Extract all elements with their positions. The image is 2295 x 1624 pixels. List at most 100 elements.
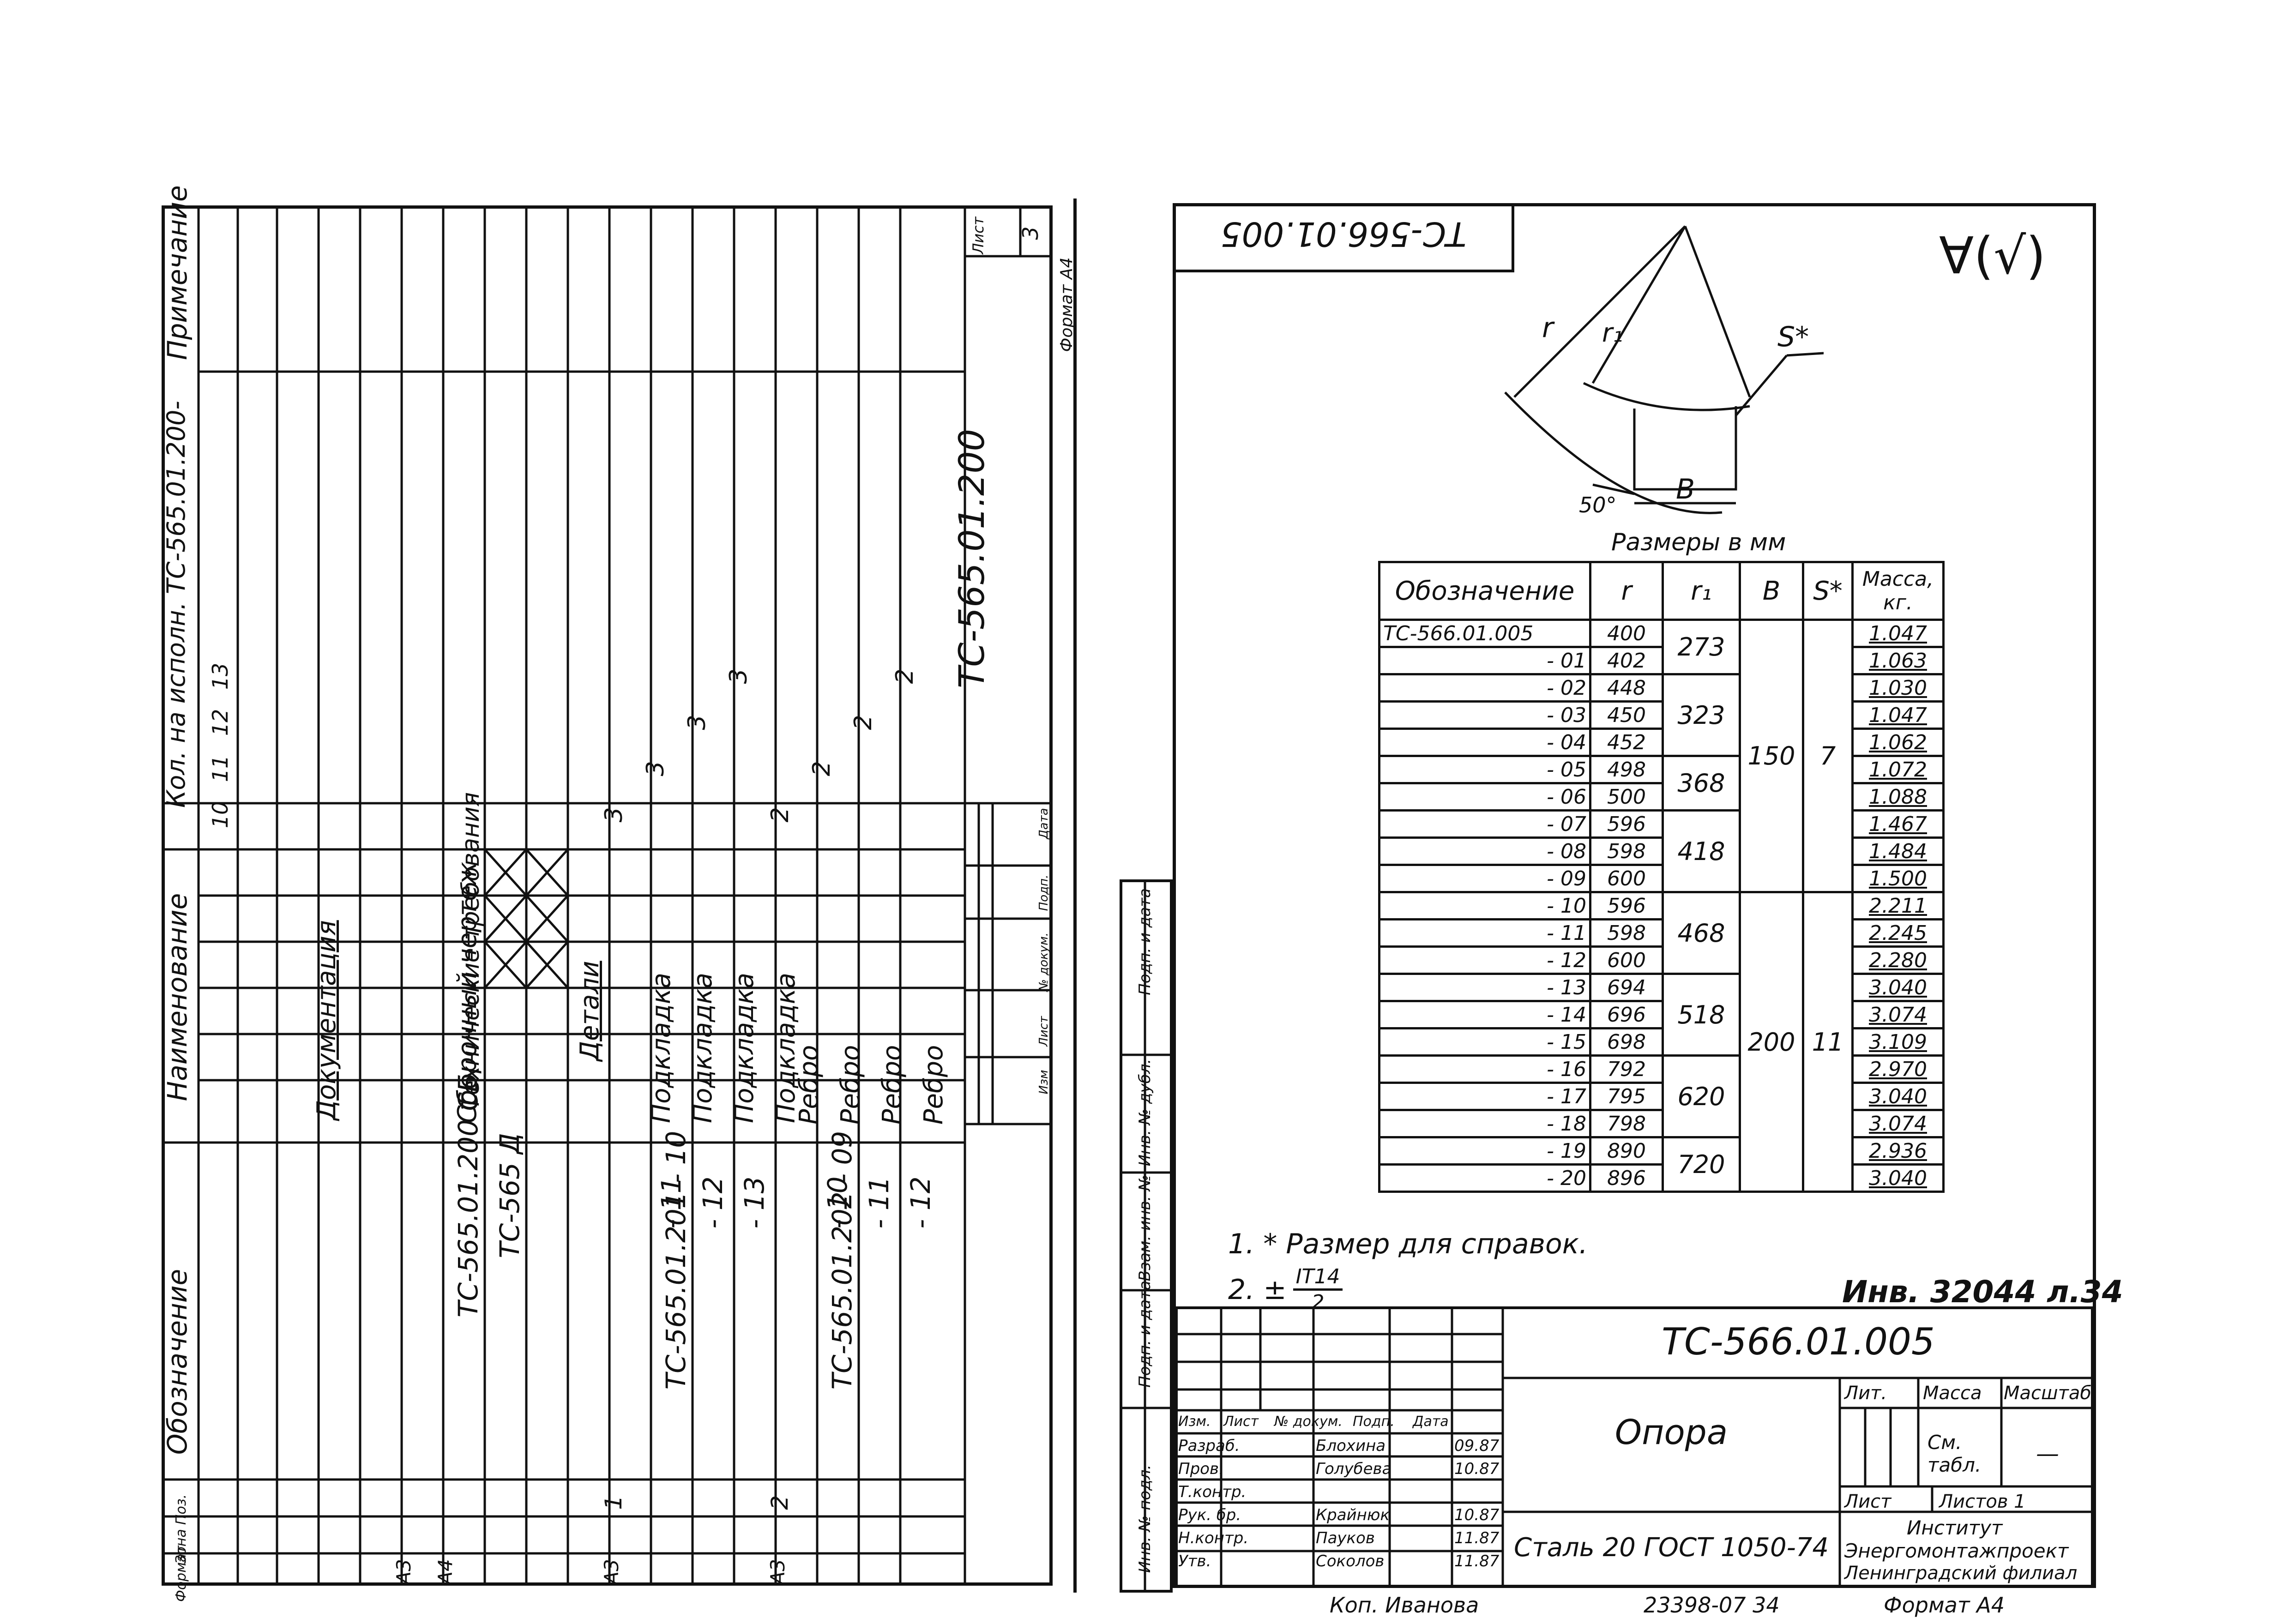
radius-r-label: r [1542, 312, 1555, 344]
signature-role: Утв. [1178, 1552, 1211, 1570]
binding-label: Подп. и дата [1136, 888, 1154, 995]
cell-mass: 1.500 [1851, 864, 1945, 893]
org-line-1: Институт [1907, 1516, 2003, 1539]
tb-col-header: № докум. [1274, 1413, 1343, 1430]
cell-r1: 273 [1662, 619, 1741, 675]
signature-name: Блохина [1316, 1437, 1386, 1455]
row-designation: - 11 [656, 1176, 687, 1229]
side-pos: Поз. [173, 1494, 189, 1525]
org-line-2: Энергомонтажпроект [1844, 1540, 2069, 1562]
binding-label: Взам. инв. № [1136, 1174, 1154, 1281]
cell-r1: 468 [1662, 891, 1741, 975]
header-designation: Обозначение [162, 1269, 193, 1455]
cell-mass: 3.074 [1851, 1000, 1945, 1029]
cell-designation: - 08 [1378, 836, 1591, 866]
row-qty: 3 [683, 715, 711, 730]
cell-r: 698 [1589, 1027, 1664, 1057]
signature-date: 11.87 [1454, 1552, 1500, 1570]
cell-r: 596 [1589, 809, 1664, 839]
left-format-label: Формат А4 [1057, 257, 1076, 352]
cell-r1: 518 [1662, 973, 1741, 1057]
cell-designation: - 14 [1378, 1000, 1591, 1029]
row-format: А3 [392, 1559, 415, 1585]
tb-col-header: Дата [1413, 1413, 1449, 1430]
cell-designation: - 04 [1378, 728, 1591, 757]
row-name: Технические требования [457, 792, 485, 1110]
cell-mass: 1.047 [1851, 619, 1945, 648]
units-caption: Размеры в мм [1611, 529, 1786, 556]
cell-designation: - 06 [1378, 782, 1591, 812]
radius-r1-label: r₁ [1602, 318, 1623, 348]
row-designation: - 12 [697, 1176, 729, 1229]
s-star-label: S* [1777, 321, 1809, 353]
scale-label: Масштаб [2004, 1383, 2092, 1404]
signature-name: Соколов [1316, 1552, 1385, 1570]
row-qty: 3 [642, 761, 669, 776]
signature-role: Т.контр. [1178, 1483, 1247, 1501]
left-stamp-col: № докум. [1037, 932, 1051, 992]
row-name: Детали [575, 961, 605, 1061]
row-qty: 2 [766, 807, 794, 823]
row-format: А3 [766, 1559, 789, 1585]
cell-r: 450 [1589, 700, 1664, 730]
header-note: Примечание [162, 185, 193, 360]
tolerance-fraction: IT14 2 [1293, 1265, 1343, 1314]
binding-label: Инв. № подл. [1136, 1464, 1154, 1573]
cell-r: 890 [1589, 1136, 1664, 1166]
header-qty: Кол. на исполн. ТС-565.01.200- [162, 401, 191, 808]
col-designation: Обозначение [1378, 561, 1591, 621]
cell-r: 452 [1589, 728, 1664, 757]
cell-r1: 418 [1662, 809, 1741, 893]
row-designation: ТС-565 Д [494, 1133, 525, 1258]
cell-designation: - 05 [1378, 755, 1591, 784]
cell-r: 498 [1589, 755, 1664, 784]
cell-s: 11 [1802, 891, 1854, 1193]
cell-r: 500 [1589, 782, 1664, 812]
left-stamp-col: Изм [1037, 1070, 1051, 1095]
cell-b: 150 [1739, 619, 1804, 893]
cell-designation: - 18 [1378, 1109, 1591, 1138]
row-qty: 2 [849, 715, 877, 730]
signature-name: Пауков [1316, 1529, 1375, 1547]
col-b: B [1739, 561, 1804, 621]
cell-mass: 2.280 [1851, 945, 1945, 975]
qty-col-11: 11 [208, 755, 233, 782]
left-doc-number: ТС-565.01.200 [951, 428, 992, 689]
cell-r: 598 [1589, 918, 1664, 948]
scale-value: — [2036, 1440, 2059, 1467]
lit-label: Лит. [1844, 1383, 1887, 1404]
cell-r: 402 [1589, 646, 1664, 675]
cell-r1: 323 [1662, 673, 1741, 757]
sheets-label: Листов 1 [1939, 1491, 2026, 1512]
left-stamp-col: Подп. [1037, 874, 1051, 911]
left-grid [162, 205, 1053, 1586]
binding-label: Подп. и дата [1136, 1281, 1154, 1388]
title-part-name: Опора [1614, 1413, 1728, 1452]
cell-designation: - 01 [1378, 646, 1591, 675]
roughness-icon: ∀(√) [1939, 226, 2046, 285]
cell-designation: - 02 [1378, 673, 1591, 703]
cell-mass: 1.063 [1851, 646, 1945, 675]
row-pos: 1 [600, 1495, 627, 1510]
cell-mass: 1.062 [1851, 728, 1945, 757]
row-name: Ребро [836, 1045, 866, 1125]
side-zone: Зона [173, 1529, 189, 1564]
cell-r: 596 [1589, 891, 1664, 920]
qty-col-10: 10 [208, 801, 233, 829]
qty-col-13: 13 [208, 662, 233, 690]
archive-ref: Инв. 32044 л.34 [1842, 1274, 2123, 1310]
row-name: Ребро [794, 1045, 824, 1125]
cell-designation: - 10 [1378, 891, 1591, 920]
cell-mass: 1.088 [1851, 782, 1945, 812]
cell-mass: 3.040 [1851, 973, 1945, 1002]
tb-col-header: Подп. [1353, 1413, 1395, 1430]
title-material: Сталь 20 ГОСТ 1050-74 [1513, 1533, 1829, 1563]
